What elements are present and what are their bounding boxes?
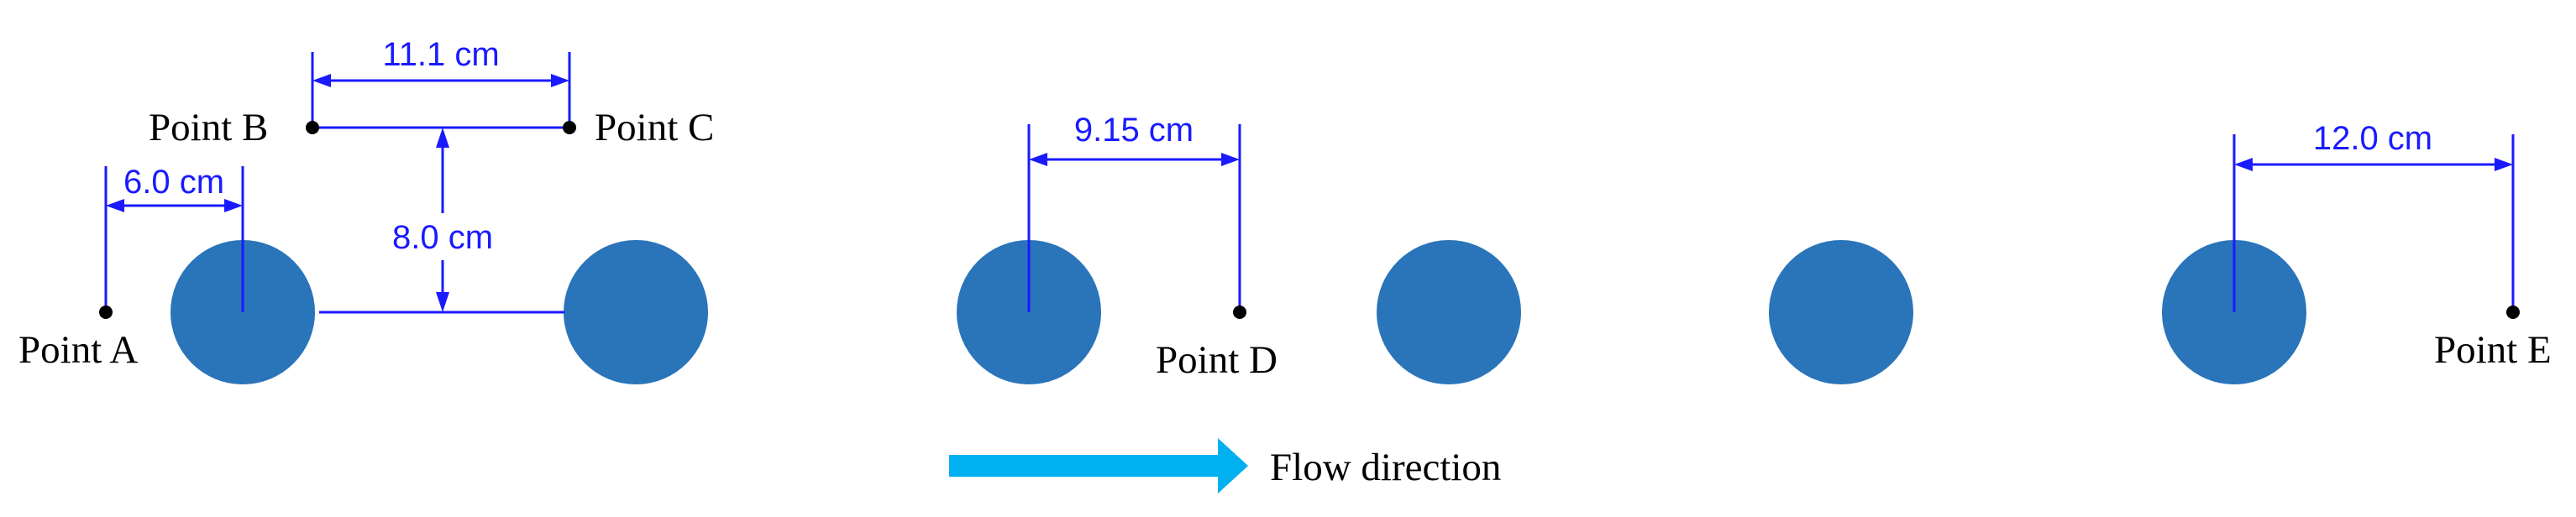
dimension-label-e-offset: 12.0 cm xyxy=(2313,120,2432,157)
dimension-label-a-offset: 6.0 cm xyxy=(123,164,224,201)
point-e-label: Point E xyxy=(2434,328,2552,372)
point-a-marker xyxy=(99,306,113,319)
point-d-label: Point D xyxy=(1156,338,1278,382)
flow-direction: Flow direction xyxy=(949,438,1501,494)
point-c-marker xyxy=(563,121,576,134)
point-b-marker xyxy=(306,121,319,134)
dimension-d-offset: 9.15 cm xyxy=(1027,112,1241,312)
point-b-label: Point B xyxy=(149,106,268,149)
cylinder-5 xyxy=(1769,240,1913,384)
dimension-vertical: 8.0 cm xyxy=(319,128,564,314)
dimension-a-offset: 6.0 cm xyxy=(104,164,244,312)
dimension-label-vertical: 8.0 cm xyxy=(392,219,493,256)
point-c-label: Point C xyxy=(595,106,714,149)
cylinder-2 xyxy=(564,240,708,384)
flow-arrow-icon xyxy=(949,438,1248,494)
point-e-marker xyxy=(2506,306,2520,319)
dimension-label-bc: 11.1 cm xyxy=(382,36,499,73)
cylinder-4 xyxy=(1377,240,1521,384)
measurement-points: Point A Point B Point C Point D Point E xyxy=(18,106,2552,382)
dimension-e-offset: 12.0 cm xyxy=(2232,120,2515,312)
point-a-label: Point A xyxy=(18,328,138,372)
dimension-label-d-offset: 9.15 cm xyxy=(1074,112,1194,149)
dimension-bc: 11.1 cm xyxy=(311,36,571,126)
point-d-marker xyxy=(1233,306,1246,319)
flow-direction-label: Flow direction xyxy=(1270,446,1501,489)
